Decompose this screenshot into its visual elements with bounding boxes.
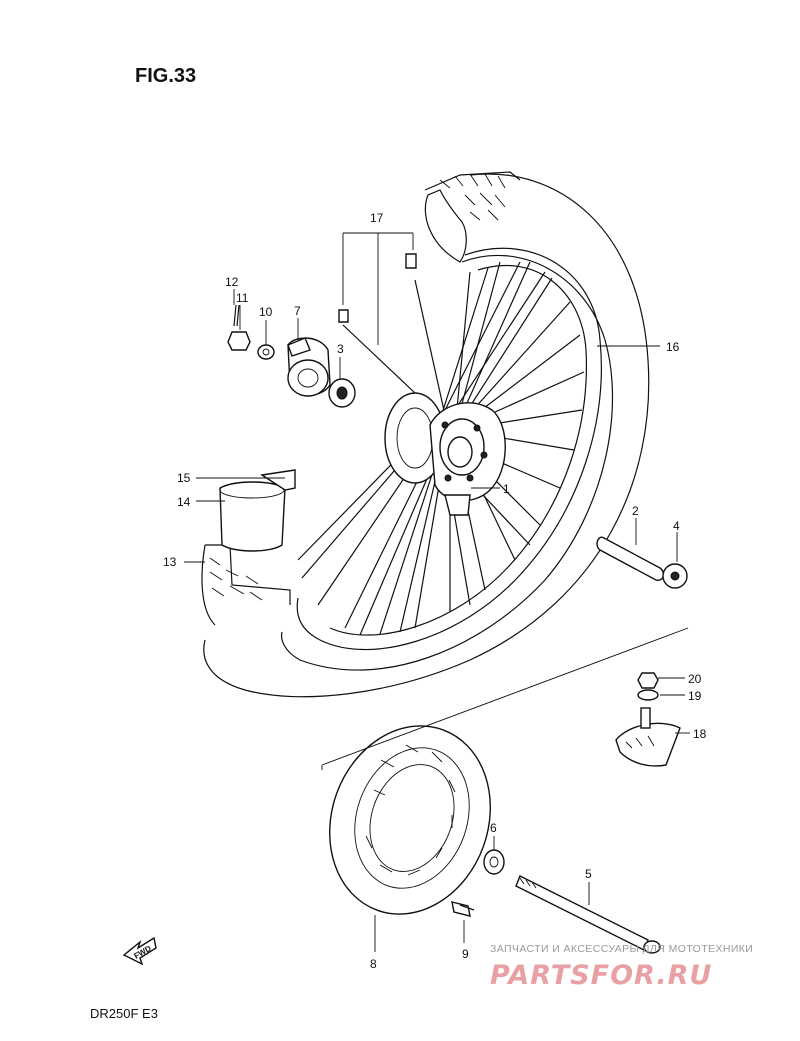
callout-9: 9 (462, 947, 469, 961)
callout-18: 18 (693, 727, 707, 741)
nut-11 (227, 331, 251, 351)
cotter-pin-12 (233, 304, 240, 327)
callout-11: 11 (236, 291, 249, 305)
tire (201, 171, 650, 698)
callout-8: 8 (370, 957, 377, 971)
collar-6 (483, 849, 505, 875)
callout-14: 14 (177, 495, 191, 509)
callout-6: 6 (490, 821, 497, 835)
spoke-parts (338, 253, 417, 394)
callout-16: 16 (666, 340, 680, 354)
callout-1: 1 (503, 482, 510, 496)
rim (296, 247, 602, 651)
figure-title: FIG.33 (135, 65, 196, 87)
nut-20 (637, 672, 659, 689)
assembly-boundary (321, 627, 689, 770)
axle-spacer (596, 536, 688, 589)
callout-20: 20 (688, 672, 702, 686)
fwd-arrow-icon: FWD (122, 936, 157, 966)
callout-12: 12 (225, 275, 239, 289)
bolt-9 (451, 901, 475, 917)
callout-15: 15 (177, 471, 191, 485)
rim-band (219, 469, 296, 552)
axle-5 (515, 875, 661, 954)
washer-19 (637, 689, 659, 701)
bearing-3 (328, 378, 356, 408)
callout-4: 4 (673, 519, 680, 533)
callout-5: 5 (585, 867, 592, 881)
callout-10: 10 (259, 305, 273, 319)
callout-13: 13 (163, 555, 177, 569)
callout-numbers: 1 2 3 4 5 6 7 8 9 10 11 12 13 14 15 16 1… (163, 211, 707, 971)
rim-lock-18 (615, 707, 681, 767)
watermark-tagline: ЗАПЧАСТИ И АКСЕССУАРЫ ДЛЯ МОТОТЕХНИКИ (490, 943, 753, 955)
speedo-gearbox (287, 337, 331, 397)
callout-2: 2 (632, 504, 639, 518)
callout-19: 19 (688, 689, 702, 703)
callout-3: 3 (337, 342, 344, 356)
washer-10 (257, 344, 275, 360)
leader-lines (184, 232, 690, 952)
callout-7: 7 (294, 304, 301, 318)
callout-17: 17 (370, 211, 384, 225)
brake-disc-8 (328, 725, 492, 915)
hub (384, 392, 506, 516)
watermark-logo: PARTSFOR.RU (490, 960, 712, 991)
model-code: DR250F E3 (90, 1006, 158, 1021)
watermark: ЗАПЧАСТИ И АКСЕССУАРЫ ДЛЯ МОТОТЕХНИКИ PA… (490, 943, 753, 991)
